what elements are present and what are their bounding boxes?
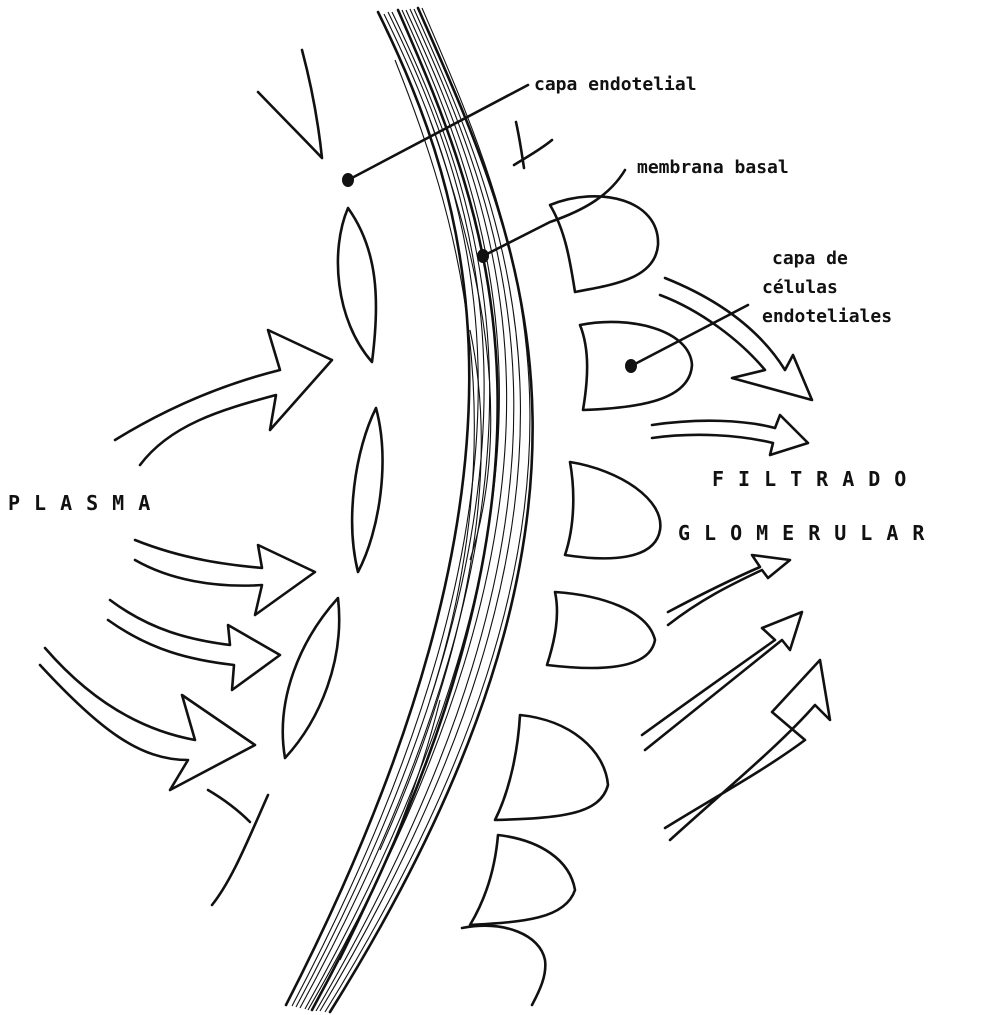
- filtrate-arrows: [642, 278, 830, 840]
- label-capa-endotelial: capa endotelial: [534, 74, 697, 95]
- label-plasma: PLASMA: [8, 491, 164, 515]
- podocyte-cells: [462, 122, 692, 1005]
- endothelial-cells: [212, 50, 382, 905]
- label-glomerular: GLOMERULAR: [678, 521, 938, 545]
- label-endoteliales: endoteliales: [762, 306, 892, 327]
- label-membrana-basal: membrana basal: [637, 157, 789, 178]
- endothelial-pointer-dot: [342, 173, 354, 187]
- plasma-arrows: [40, 330, 332, 822]
- label-celulas: células: [762, 277, 838, 298]
- label-filtrado: FILTRADO: [712, 467, 920, 491]
- label-pointers: [342, 85, 748, 373]
- membrane-pointer-dot: [477, 249, 489, 263]
- label-capa-de: capa de: [772, 248, 848, 269]
- podocyte-pointer-dot: [625, 359, 637, 373]
